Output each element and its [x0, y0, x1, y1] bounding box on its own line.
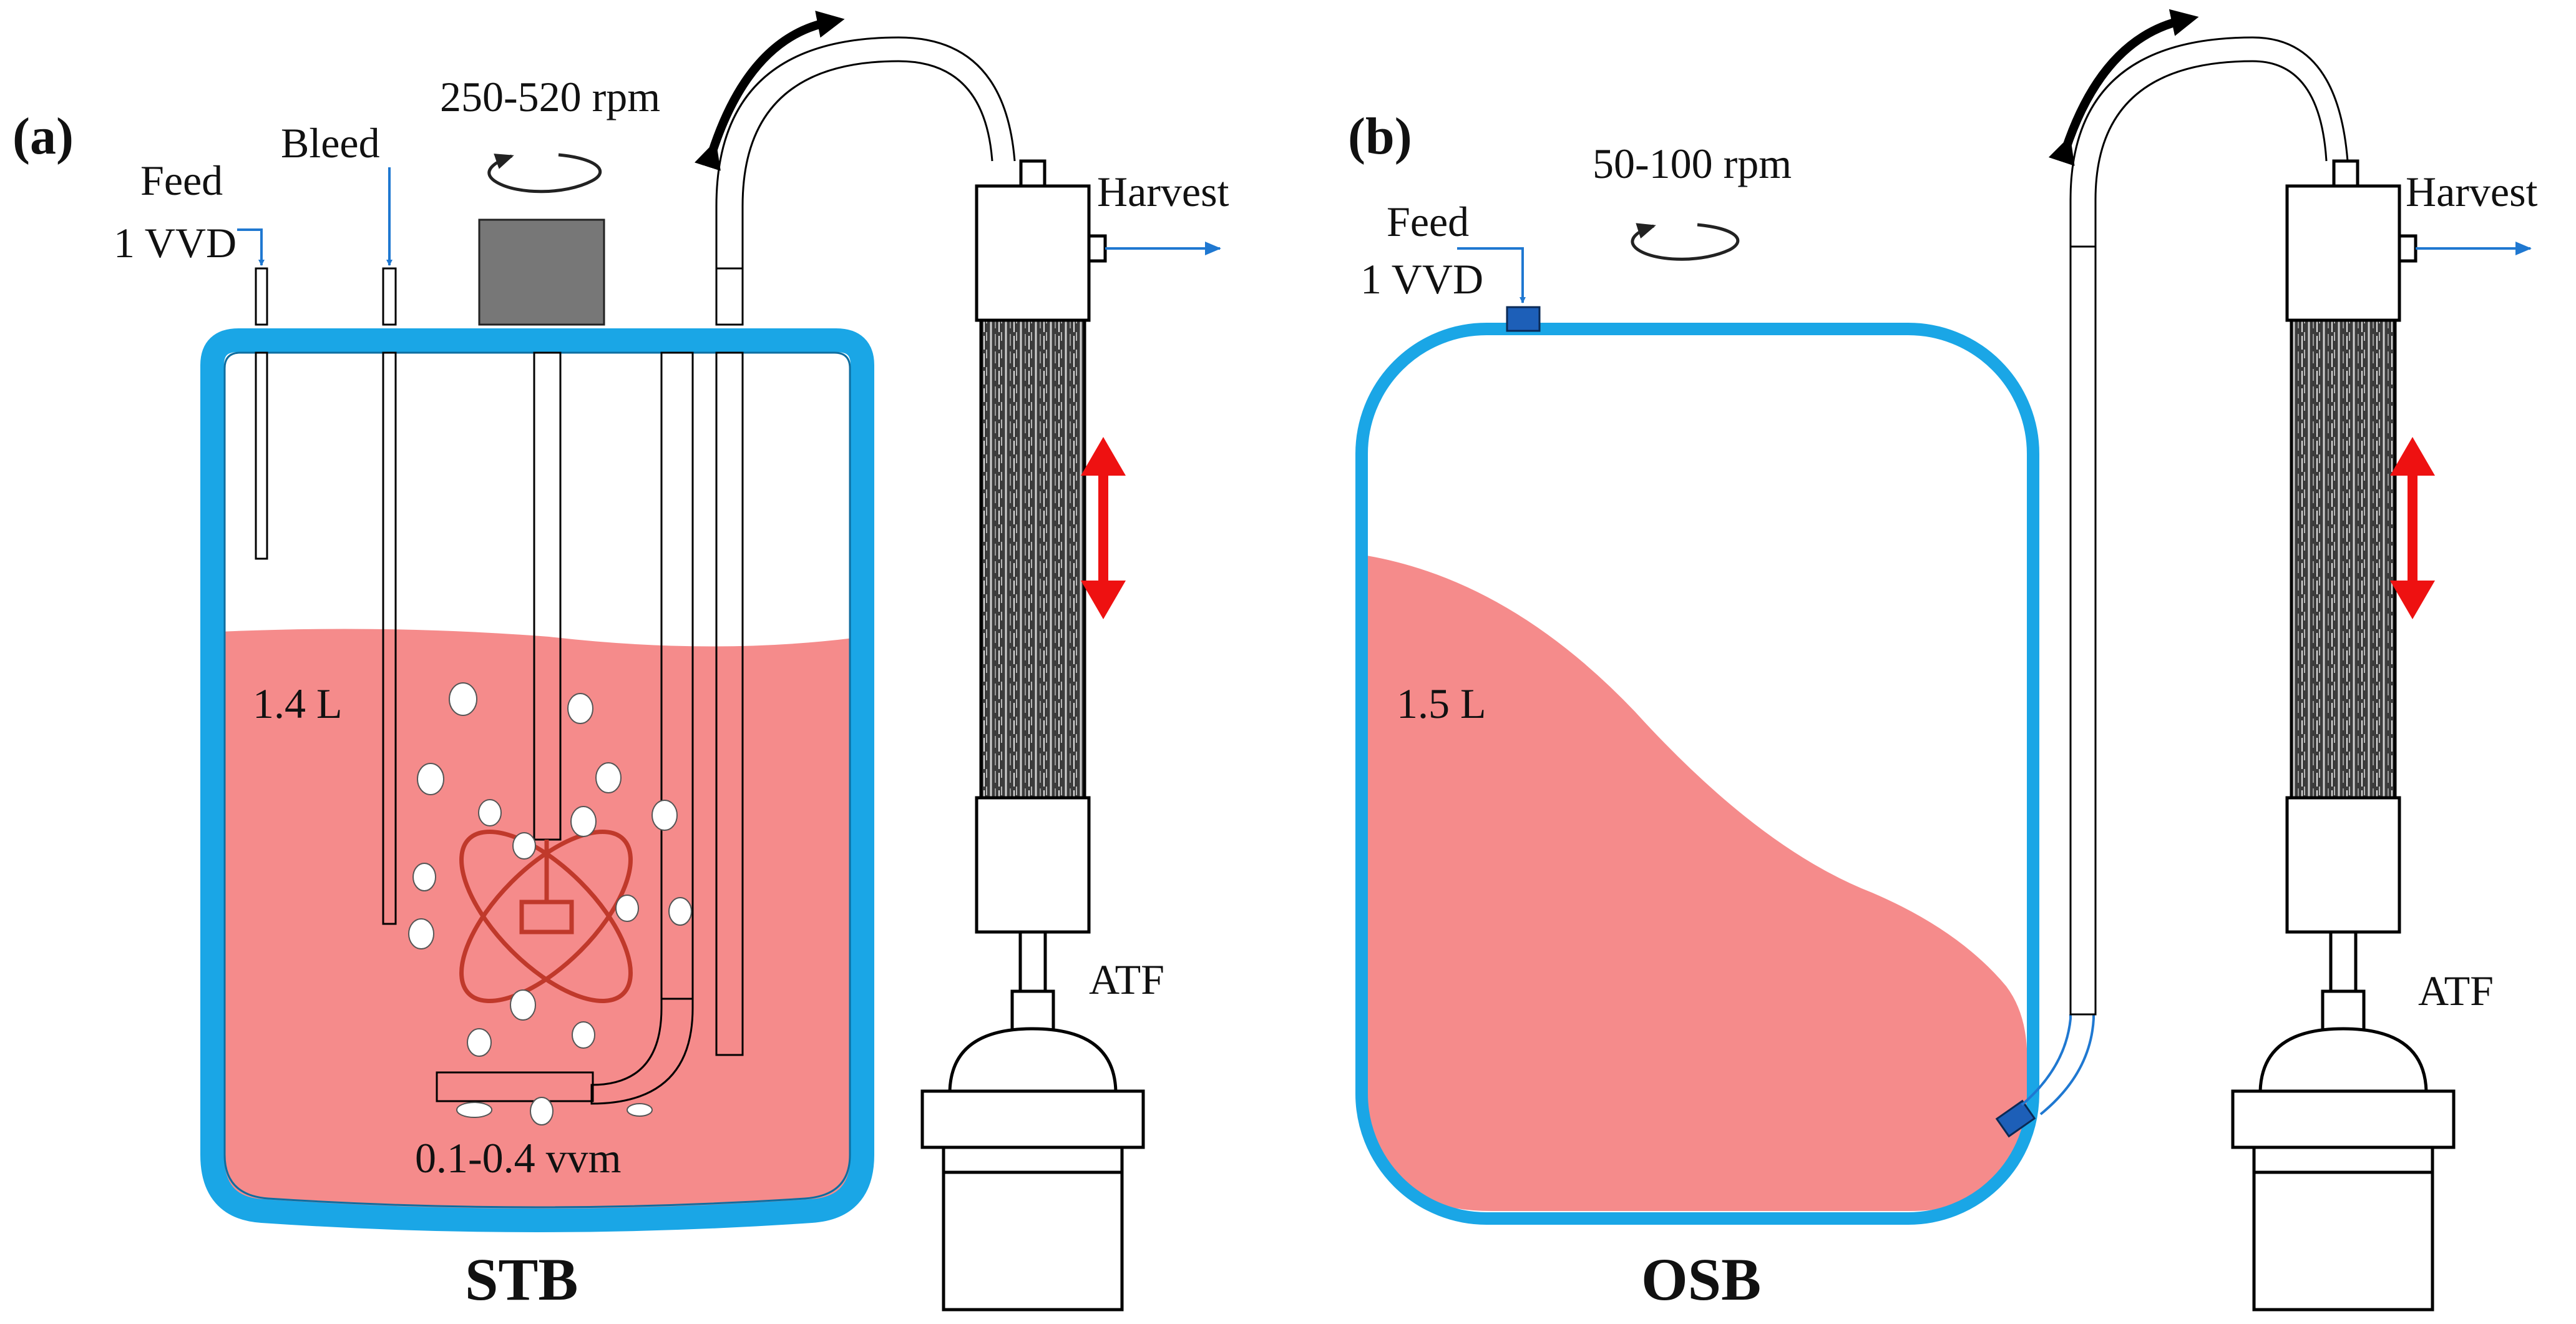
- osb-broth: [1367, 556, 2027, 1211]
- stb-feed-line: [237, 228, 265, 266]
- osb-external-tube: [2069, 245, 2097, 1016]
- osb-atf-filter: Harvest: [2231, 159, 2538, 1312]
- osb-filter-head: [2285, 184, 2401, 322]
- stb-sparge-label: 0.1-0.4 vvm: [415, 1134, 622, 1182]
- osb-pump-ring: [2252, 1145, 2434, 1174]
- stb-harvest-label: Harvest: [1097, 168, 1229, 215]
- stb-pump-ring: [942, 1145, 1124, 1174]
- stb-volume-label: 1.4 L: [253, 680, 343, 727]
- panel-a: (a) Feed 1 VVD Bleed 250-520 rpm: [12, 11, 1229, 1313]
- stb-pump-plate: [920, 1089, 1145, 1149]
- stb-probe-tube: [660, 351, 694, 1000]
- osb-pump-plate: [2231, 1089, 2456, 1149]
- stb-tubing-flow-arrow: [694, 11, 845, 171]
- stb-bleed-label: Bleed: [281, 119, 380, 167]
- stb-pump-stroke-head-up: [1081, 437, 1126, 476]
- stb-atf-tube-upper: [715, 267, 744, 326]
- osb-feed-rate: 1 VVD: [1360, 255, 1483, 303]
- osb-filter-foot: [2285, 796, 2401, 934]
- stb-pump-stem: [1018, 930, 1047, 993]
- stb-bleed-tube-upper: [382, 267, 397, 326]
- panel-b: (b) Feed 1 VVD 50-100 rpm Harvest: [1348, 9, 2538, 1313]
- stb-atf-label: ATF: [1089, 956, 1164, 1003]
- osb-harvest-port: [1995, 1099, 2036, 1138]
- stb-atf-dip-tube: [715, 351, 744, 1056]
- stb-atf-tubing: [715, 36, 1016, 268]
- osb-filter-top-port: [2332, 159, 2359, 188]
- stb-pump-stroke-head-down: [1081, 581, 1126, 619]
- stb-vessel-wall: [200, 328, 874, 1232]
- stb-rotation-icon: [487, 153, 602, 194]
- stb-feed-rate: 1 VVD: [114, 219, 237, 267]
- panel-b-tag: (b): [1348, 107, 1412, 165]
- osb-vessel-wall: [1355, 323, 2039, 1225]
- stb-feed-tube-upper: [255, 267, 268, 326]
- panel-a-tag: (a): [12, 107, 74, 165]
- stb-harvest-port: [1087, 234, 1107, 263]
- osb-agitation-label: 50-100 rpm: [1593, 140, 1792, 187]
- stb-hollow-fiber: [979, 318, 1086, 800]
- stb-sparger: [436, 1071, 594, 1102]
- osb-feed-line: [1457, 247, 1526, 303]
- stb-feed-label: Feed: [140, 157, 223, 204]
- stb-motor: [478, 218, 605, 326]
- osb-harvest-label: Harvest: [2406, 168, 2538, 215]
- osb-feed-label: Feed: [1387, 198, 1469, 245]
- stb-bubbles: [408, 682, 692, 1125]
- osb-return-line: [2021, 1014, 2095, 1116]
- osb-hollow-fiber: [2290, 318, 2397, 800]
- osb-feed-port: [1506, 306, 1541, 332]
- stb-atf-tubing-inner: [741, 60, 993, 268]
- osb-rotation-icon: [1631, 223, 1740, 261]
- stb-filter-head: [975, 184, 1091, 322]
- stb-atf-filter: Harvest: [920, 159, 1229, 1312]
- stb-title: STB: [465, 1246, 578, 1313]
- stb-sparger-line: [590, 999, 694, 1105]
- stb-pump-dome: [948, 1027, 1118, 1093]
- osb-pump-base: [2252, 1170, 2434, 1312]
- osb-harvest-port-head: [2398, 234, 2417, 263]
- osb-pump-stroke-head-down: [2390, 581, 2435, 619]
- stb-filter-foot: [975, 796, 1091, 934]
- osb-tubing-flow-arrow: [2048, 9, 2199, 166]
- osb-pump-dome: [2258, 1027, 2428, 1093]
- stb-filter-top-port: [1019, 159, 1046, 188]
- stb-pump-collar: [1010, 989, 1055, 1032]
- stb-impeller: [459, 830, 633, 1003]
- stb-vessel-inner-edge: [223, 351, 851, 1209]
- osb-atf-label: ATF: [2418, 967, 2494, 1014]
- stb-pump-base: [942, 1170, 1124, 1312]
- osb-pump-stroke-head-up: [2390, 437, 2435, 476]
- stb-bleed-tube: [382, 351, 397, 925]
- osb-title: OSB: [1641, 1246, 1761, 1313]
- osb-volume-label: 1.5 L: [1397, 680, 1486, 727]
- osb-pump-stem: [2329, 930, 2358, 993]
- stb-agitation-label: 250-520 rpm: [440, 73, 660, 120]
- osb-pump-collar: [2321, 989, 2366, 1032]
- stb-feed-tube: [255, 351, 268, 560]
